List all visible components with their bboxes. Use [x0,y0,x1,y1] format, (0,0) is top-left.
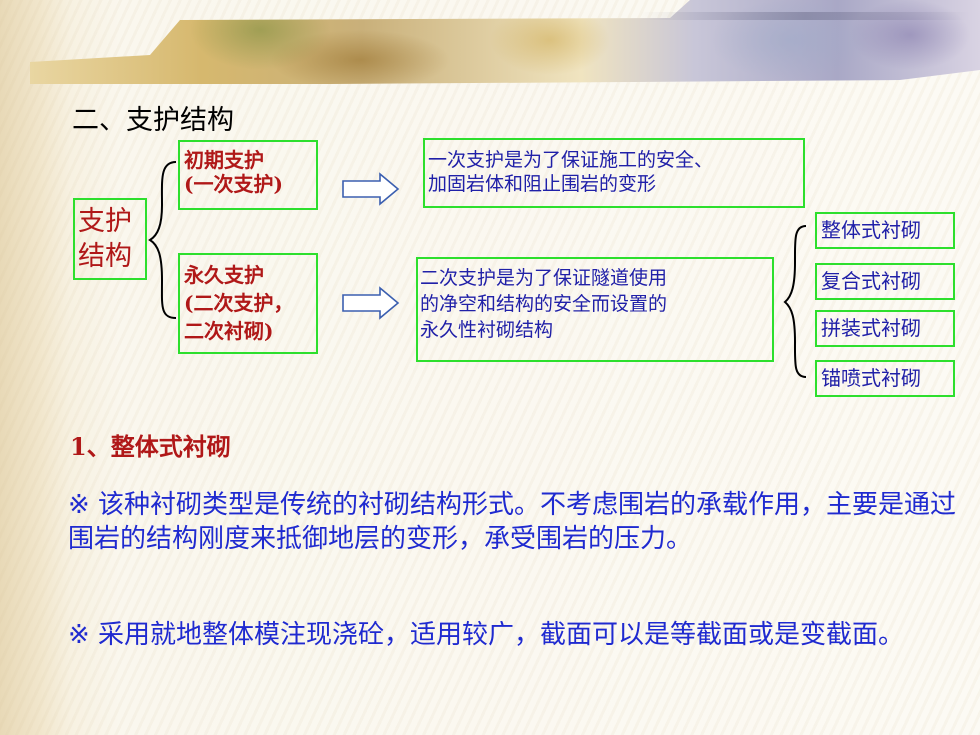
arrow-right-icon [342,286,400,320]
arrow-right-icon [342,172,400,206]
lining-type-integral: 整体式衬砌 [815,212,955,249]
lining-type-shotcrete: 锚喷式衬砌 [815,360,955,397]
section-heading: 1、整体式衬砌 [70,432,231,461]
lining-type-assembled: 拼装式衬砌 [815,310,955,347]
paragraph-1: ※ 该种衬砌类型是传统的衬砌结构形式。不考虑围岩的承载作用，主要是通过围岩的结构… [68,490,957,554]
initial-support-box: 初期支护 (一次支护) [178,140,318,210]
permanent-support-box: 永久支护 (二次支护， 二次衬砌) [178,253,318,354]
slide-title: 二、支护结构 [72,105,234,136]
banner-shadow [640,12,970,20]
right-brace-icon [783,225,807,378]
support-structure-label: 支护 结构 [73,198,147,280]
paragraph-2: ※ 采用就地整体模注现浇砼，适用较广，截面可以是等截面或是变截面。 [68,620,905,650]
initial-support-description: 一次支护是为了保证施工的安全、 加固岩体和阻止围岩的变形 [423,138,805,208]
lining-type-composite: 复合式衬砌 [815,263,955,300]
left-brace-icon [148,161,177,319]
permanent-support-description: 二次支护是为了保证隧道使用 的净空和结构的安全而设置的 永久性衬砌结构 [416,257,774,362]
